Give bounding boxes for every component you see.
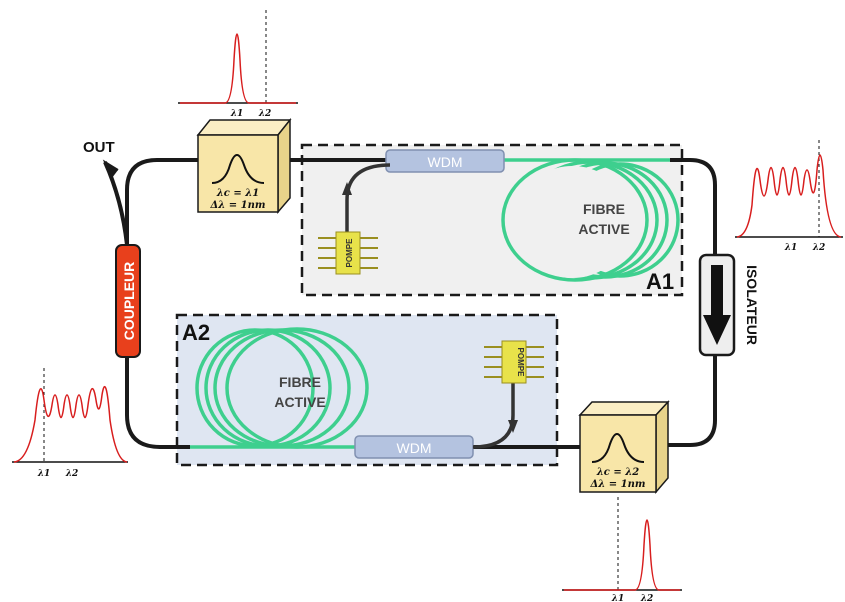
filter-lambda1: [196, 117, 292, 215]
a1-label: A1: [646, 269, 674, 294]
pump-a2-label: POMPE: [516, 348, 525, 378]
isolator-label: ISOLATEUR: [744, 265, 760, 345]
pump-a1-label: POMPE: [345, 238, 354, 268]
spectrum-after-a1: [735, 140, 843, 238]
isolator-arrow-icon: [703, 265, 731, 345]
spectrum4-lambda1: λ1: [37, 469, 51, 479]
wdm-a2-label: WDM: [397, 440, 432, 456]
wdm-a1-label: WDM: [428, 154, 463, 170]
spectrum-after-filter1: [178, 10, 298, 104]
pump-a2-fiber: [472, 382, 515, 449]
filter2-width: Δλ = 1nm: [590, 479, 646, 490]
wdm-a1: [385, 149, 505, 173]
active-fiber-a2: [190, 327, 369, 449]
filter1-width: Δλ = 1nm: [210, 200, 266, 211]
filter-lambda2: [578, 400, 670, 495]
coupler-label: COUPLEUR: [121, 262, 137, 341]
spectrum-after-filter2: [562, 497, 682, 591]
pump-a1-arrow-icon: [342, 182, 352, 195]
pump-a1-fiber: [345, 163, 391, 232]
a1-fiber-white-core: [514, 166, 631, 278]
a2-label: A2: [182, 320, 210, 345]
filter2-center: λc = λ2: [596, 467, 639, 478]
pump-a2: [484, 340, 544, 384]
spectrum3-lambda2: λ2: [640, 594, 654, 602]
spectrum3-lambda1: λ1: [611, 594, 625, 602]
fibre-active-a1-line1: FIBRE: [583, 201, 625, 217]
out-label: OUT: [83, 139, 115, 156]
spectrum4-lambda2: λ2: [65, 469, 79, 479]
output-arrow: [102, 159, 119, 179]
spectrum2-lambda2: λ2: [812, 243, 826, 253]
fibre-active-a1-line2: ACTIVE: [578, 221, 629, 237]
fibre-active-a2-line1: FIBRE: [279, 374, 321, 390]
spectrum2-lambda1: λ1: [784, 243, 798, 253]
filter1-center: λc = λ1: [216, 188, 259, 199]
coupler: [115, 244, 141, 358]
pump-a1: [318, 231, 378, 275]
fibre-active-a2-line2: ACTIVE: [274, 394, 325, 410]
pump-a2-arrow-icon: [508, 420, 518, 433]
spectrum1-lambda1: λ1: [230, 109, 244, 119]
spectrum1-lambda2: λ2: [258, 109, 272, 119]
spectrum-after-a2: [12, 368, 128, 463]
